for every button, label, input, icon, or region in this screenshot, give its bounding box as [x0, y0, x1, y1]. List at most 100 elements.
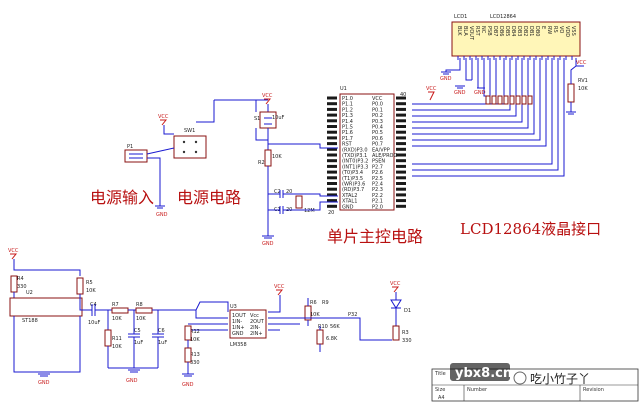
lcd-pin-label: RW	[546, 26, 552, 34]
mcu-right-pin-label: ALE/PROG	[372, 153, 397, 159]
u3-right-pin-label: 2IN+	[250, 331, 263, 337]
mcu-left-pin-label: (TXD)P3.1	[342, 153, 367, 159]
d1-triangle	[390, 299, 402, 309]
r5-value: 10K	[86, 288, 96, 294]
mcu-pin40: 40	[400, 92, 406, 98]
r13-ref: R13	[190, 352, 200, 358]
mcu-left-pin-stub	[327, 142, 337, 146]
mcu-right-pin-stub	[396, 187, 406, 191]
title-block: Title Size A4 Number Revision	[431, 368, 639, 402]
lcd-pin-label: DB2	[522, 26, 528, 36]
r7-value: 10K	[112, 316, 122, 322]
r5-body	[76, 277, 84, 295]
mcu-right-pin-label: P2.0	[372, 204, 383, 210]
mcu-left-pin-stub	[327, 153, 337, 157]
r4-value: 330	[17, 284, 27, 290]
lcd-gnd-a: GND	[440, 76, 452, 82]
sw1-body	[173, 135, 207, 159]
r3-ref: R3	[402, 330, 409, 336]
watermark-logo-icon	[513, 371, 527, 385]
size-value: A4	[438, 395, 445, 401]
amp-vcc: VCC	[274, 284, 285, 290]
lcd-body	[451, 21, 581, 57]
mcu-left-pin-stub	[327, 113, 337, 117]
mcu-right-pin-label: P2.7	[372, 164, 383, 170]
y1-body	[295, 195, 303, 209]
mcu-right-pin-stub	[396, 113, 406, 117]
r7-body	[111, 307, 129, 314]
lcd-pin-label: E	[540, 26, 546, 29]
lcd-pin-label: BLA	[462, 26, 468, 36]
mcu-right-pin-stub	[396, 199, 406, 203]
u3-ref: U3	[230, 304, 237, 310]
r6-value: 10K	[310, 312, 320, 318]
lcd-pin-label: VO	[558, 26, 564, 33]
c3-value: 10uF	[272, 115, 285, 121]
mcu-right-pin-label: EA/VPP	[372, 147, 390, 153]
r10-value: 56K	[330, 324, 340, 330]
mcu-right-pin-stub	[396, 204, 406, 208]
r5-ref: R5	[86, 280, 93, 286]
power-input-circuit: VCC SW1 P1 GND	[124, 114, 207, 218]
c6-ref: C6	[158, 328, 165, 334]
mcu-left-pin-stub	[327, 147, 337, 151]
mcu-right-pin-label: P0.5	[372, 130, 383, 136]
r2-body	[264, 149, 272, 167]
r8-ref: R8	[136, 302, 143, 308]
u3-part: LM358	[230, 342, 247, 348]
lcd-ref: LCD1	[454, 14, 467, 20]
p1-body	[124, 149, 148, 163]
mcu-left-pin-label: P1.2	[342, 107, 353, 113]
mcu-right-pin-stub	[396, 96, 406, 100]
lcd-pin-label: VOUT	[468, 26, 474, 41]
mcu-left-pin-label: P1.4	[342, 119, 353, 125]
mcu-left-pin-label: (T1)P3.5	[342, 176, 363, 182]
mcu-right-pin-label: P0.4	[372, 125, 383, 131]
mcu-right-pin-stub	[396, 193, 406, 197]
mcu-left-pin-label: GND	[342, 204, 354, 210]
r9-ref: R9	[322, 300, 329, 306]
r2-value: 10K	[272, 154, 282, 160]
mcu-left-pin-stub	[327, 107, 337, 111]
lcd-pin-label: VDD	[564, 26, 570, 37]
r12-value: 10K	[190, 337, 200, 343]
lcd-pin-label: DB6	[498, 26, 504, 36]
mcu-left-pin-stub	[327, 204, 337, 208]
mcu-left-pin-label: P1.0	[342, 96, 353, 102]
r8-body	[135, 307, 153, 314]
r2-ref: R2	[258, 160, 265, 166]
mcu-left-pin-stub	[327, 170, 337, 174]
lcd-pin-label: RS	[552, 26, 558, 33]
mcu-left-pin-label: P1.7	[342, 136, 353, 142]
power-input-label: 电源输入	[90, 188, 154, 207]
mcu-right-pin-label: P2.2	[372, 193, 383, 199]
mcu-right-pin-label: PSEN	[372, 159, 385, 165]
mcu-right-pin-label: VCC	[372, 96, 383, 102]
lcd-gnd-c: GND	[474, 90, 486, 96]
mcu-right-pin-label: P0.3	[372, 119, 383, 125]
power-circuit-label: 电源电路	[177, 188, 241, 207]
u2-part: ST188	[22, 318, 38, 324]
mcu-left-pin-stub	[327, 199, 337, 203]
mcu-left-pin-label: XTAL2	[342, 193, 357, 199]
r13-value: 330	[190, 360, 200, 366]
lcd-pin-label: DB0	[534, 26, 540, 36]
mcu-right-pin-label: P0.0	[372, 102, 383, 108]
r10-body	[316, 329, 324, 345]
mcu-left-pin-stub	[327, 119, 337, 123]
led-circuit: VCC D1 R3 330	[390, 281, 412, 344]
y1-value: 12M	[304, 208, 315, 214]
lcd-interface-label: LCD12864液晶接口	[460, 220, 601, 238]
mcu-right-pin-label: P2.3	[372, 187, 383, 193]
mcu-left-pin-label: XTAL1	[342, 199, 357, 205]
mcu-right-pin-label: P0.1	[372, 107, 383, 113]
lcd-pin-label: DB4	[510, 26, 516, 36]
mcu-left-pins: P1.0P1.1P1.2P1.3P1.4P1.5P1.6P1.7RST(RXD)…	[327, 96, 368, 210]
mcu-right-pin-stub	[396, 130, 406, 134]
lcd-pin-label: DB1	[528, 26, 534, 36]
lcd-gnd-b: GND	[454, 90, 466, 96]
revision-label: Revision	[583, 387, 604, 393]
